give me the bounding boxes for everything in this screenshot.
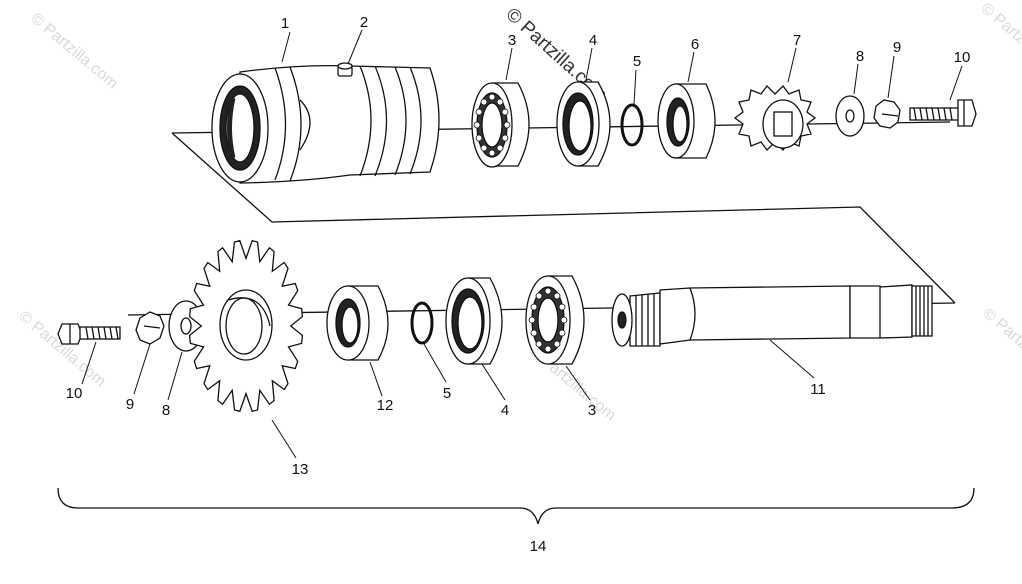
part-3-bearing-bottom bbox=[525, 275, 585, 365]
bracket-14 bbox=[57, 487, 975, 525]
part-3-bearing-top bbox=[471, 82, 530, 168]
callout-8-bottom: 8 bbox=[162, 402, 170, 419]
callout-2: 2 bbox=[360, 14, 368, 31]
part-10-bolt-bottom bbox=[57, 323, 121, 345]
callout-10-top: 10 bbox=[954, 49, 971, 66]
callout-9-top: 9 bbox=[893, 39, 901, 56]
part-4-race-top bbox=[556, 81, 611, 167]
watermark-layer: © Partzilla.com © Partzilla.com © Partzi… bbox=[15, 0, 1022, 424]
callout-11: 11 bbox=[810, 381, 826, 398]
callout-10-bottom: 10 bbox=[66, 385, 83, 402]
part-13-large-sprocket bbox=[188, 239, 304, 413]
callout-1: 1 bbox=[281, 15, 289, 32]
callout-labels: 1 2 3 4 5 6 7 8 9 10 10 9 8 13 12 5 4 3 … bbox=[66, 14, 971, 555]
part-9-lockplate-bottom bbox=[135, 311, 165, 345]
callout-5-top: 5 bbox=[633, 53, 641, 70]
part-10-bolt-top bbox=[909, 99, 977, 127]
callout-3-bottom: 3 bbox=[588, 402, 596, 419]
watermark-mid-right: © Partzilla.com bbox=[979, 305, 1022, 387]
callout-3-top: 3 bbox=[508, 32, 516, 49]
watermark-top-left: © Partzilla.com bbox=[27, 10, 121, 92]
part-5-oring-top bbox=[620, 103, 644, 147]
bearing-balls-top bbox=[473, 93, 511, 157]
callout-8-top: 8 bbox=[856, 48, 864, 65]
part-7-small-sprocket bbox=[733, 85, 817, 151]
callout-4-bottom: 4 bbox=[501, 402, 509, 419]
bearing-balls-bottom bbox=[528, 287, 568, 353]
part-2-grease-fitting bbox=[337, 62, 353, 77]
part-8-washer-top bbox=[835, 95, 865, 137]
part-5-oring-bottom bbox=[410, 301, 434, 345]
callout-12: 12 bbox=[377, 397, 394, 414]
callout-5-bottom: 5 bbox=[443, 385, 451, 402]
leader-lines bbox=[81, 29, 963, 459]
part-1-housing bbox=[211, 64, 440, 184]
watermark-top-right: © Partzilla.com bbox=[977, 0, 1022, 82]
callout-4-top: 4 bbox=[589, 32, 597, 49]
callout-13: 13 bbox=[292, 461, 309, 478]
watermark-mid-left: © Partzilla.com bbox=[15, 308, 109, 390]
part-4-race-bottom bbox=[445, 277, 503, 365]
part-9-lockplate-top bbox=[873, 99, 901, 129]
part-6-spacer bbox=[657, 83, 716, 159]
part-12-spacer-bottom bbox=[326, 285, 389, 361]
callout-6: 6 bbox=[691, 36, 699, 53]
callout-14: 14 bbox=[530, 538, 547, 555]
part-11-shaft bbox=[611, 284, 933, 347]
callout-7: 7 bbox=[793, 32, 801, 49]
callout-9-bottom: 9 bbox=[126, 396, 134, 413]
